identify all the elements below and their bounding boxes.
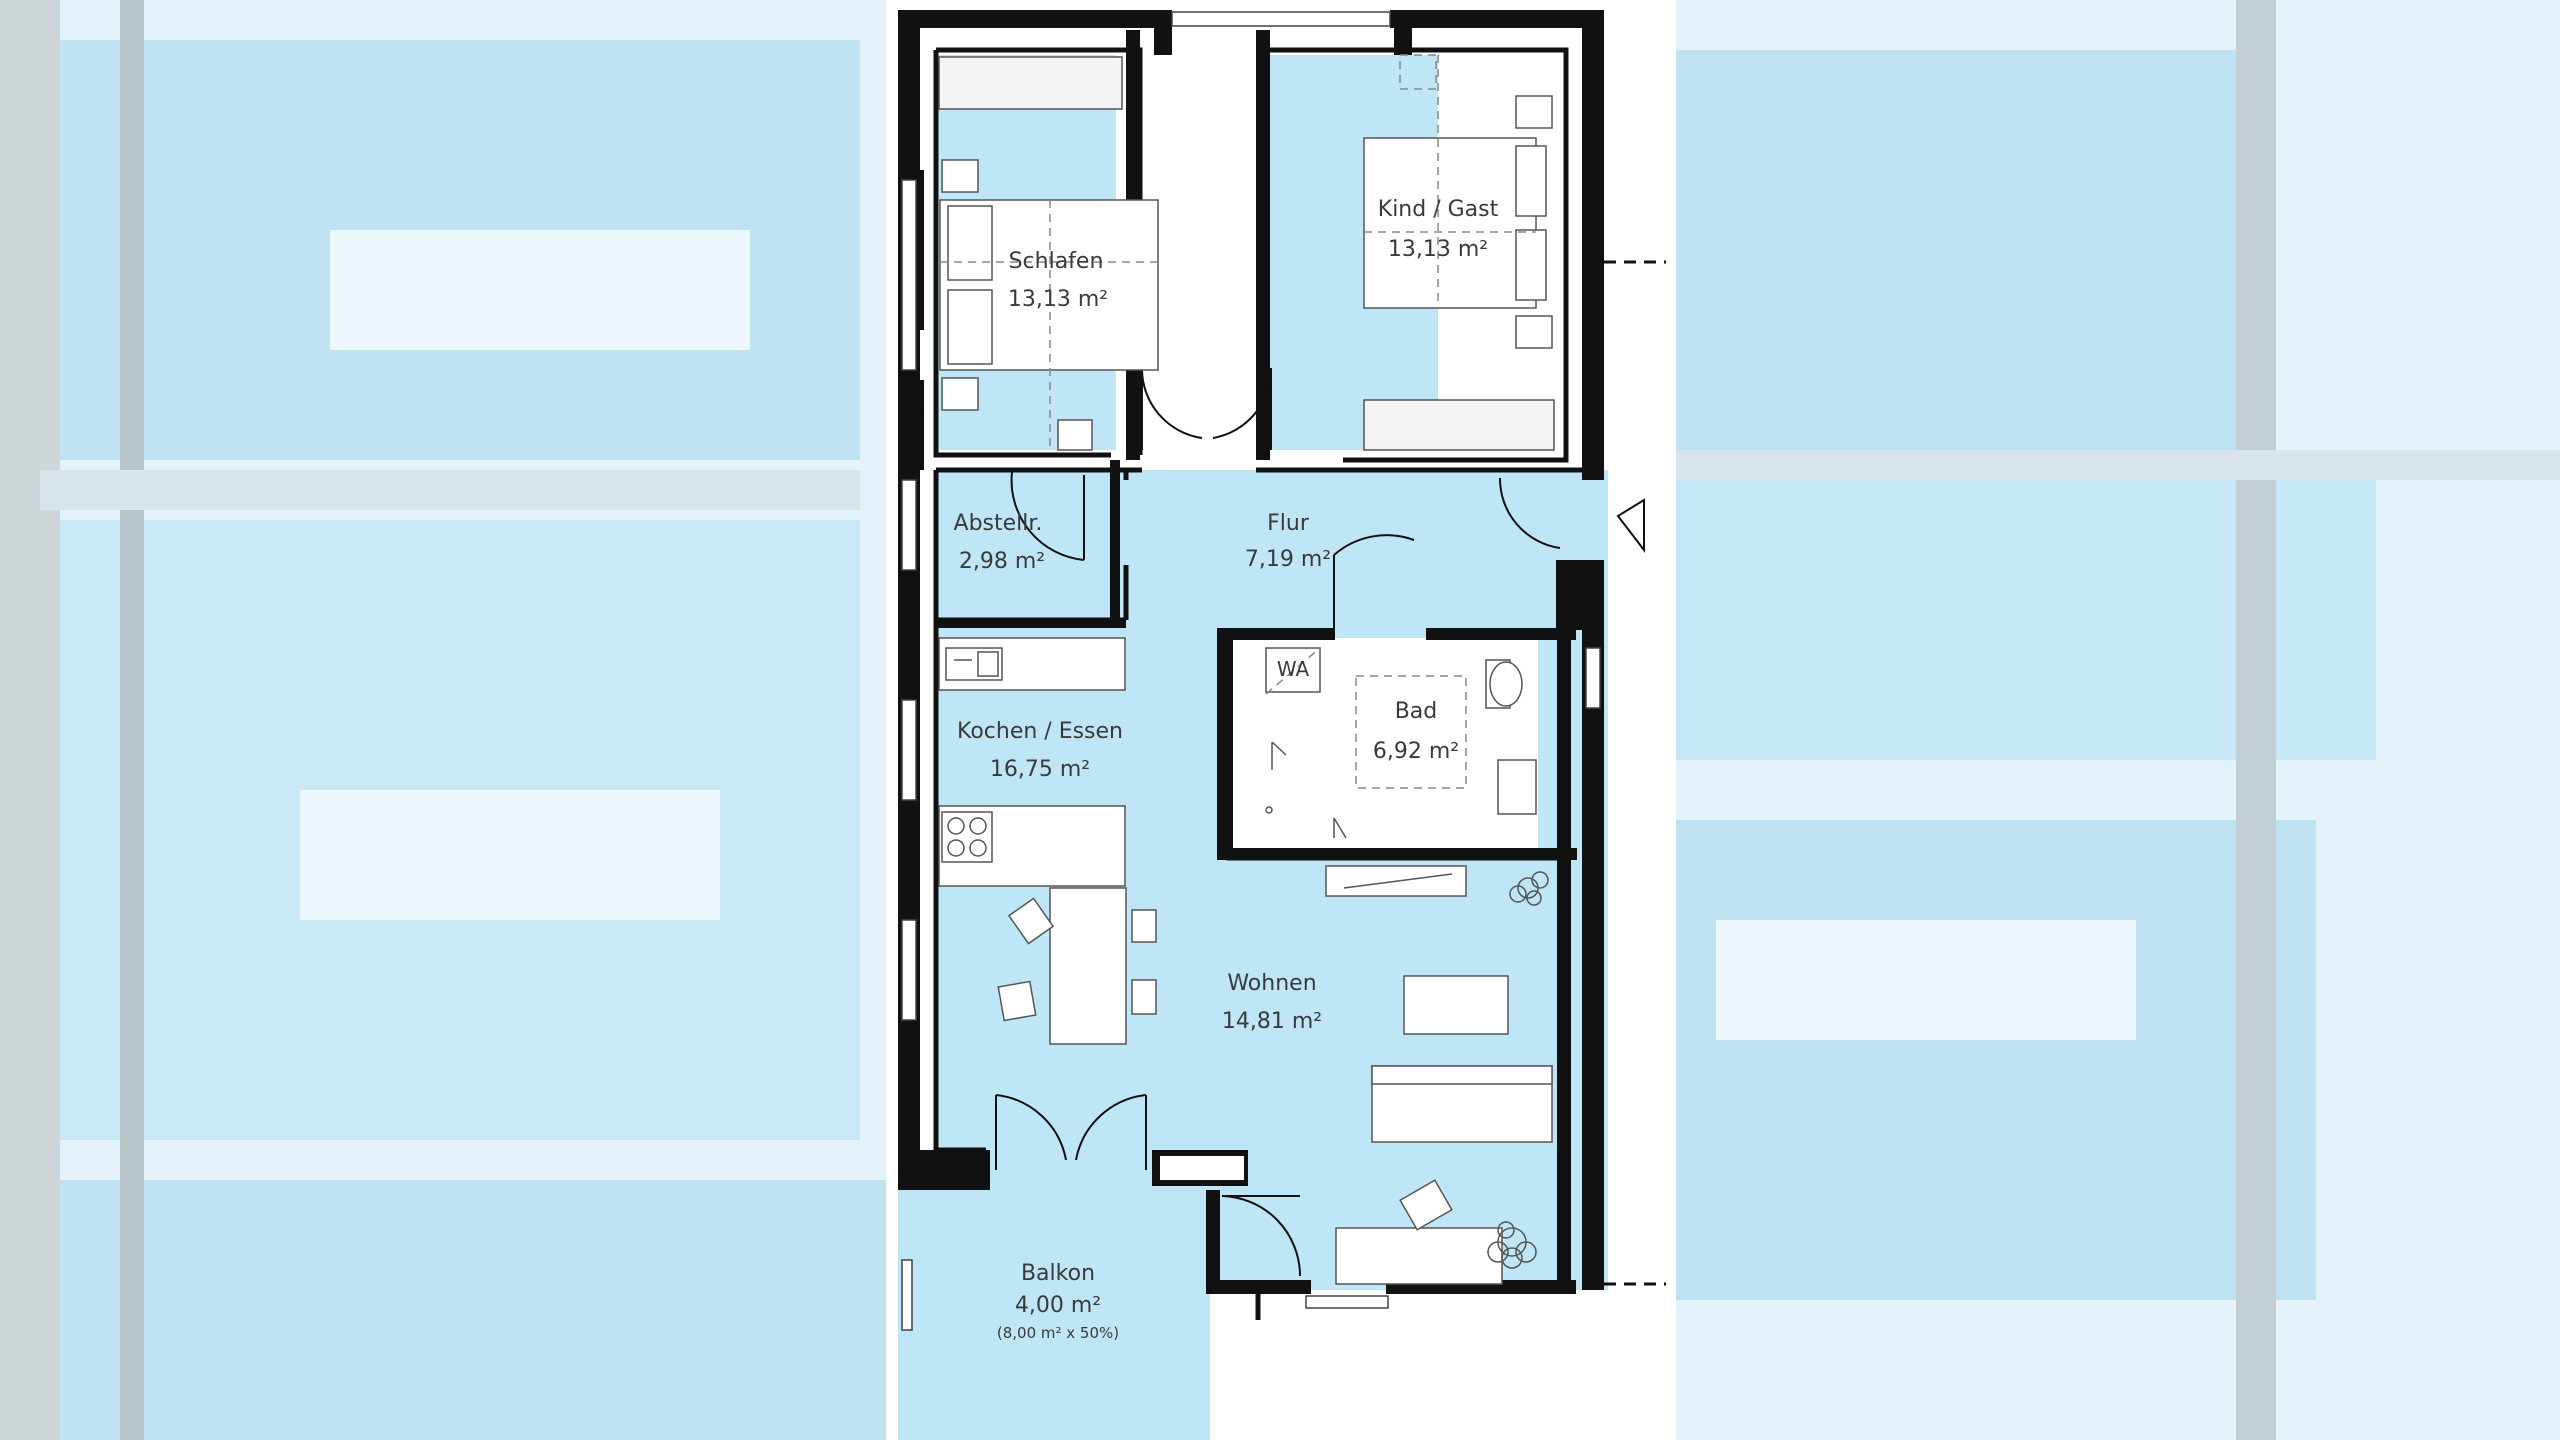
- room-name-schlafen: Schlafen: [1009, 249, 1104, 274]
- room-note-balkon: (8,00 m² x 50%): [997, 1324, 1119, 1342]
- room-area-kind-gast: 13,13 m²: [1388, 237, 1488, 262]
- section-markers: [1604, 260, 1666, 1286]
- room-area-abstell: 2,98 m²: [959, 549, 1045, 574]
- room-area-flur: 7,19 m²: [1245, 547, 1331, 572]
- room-area-wohnen: 14,81 m²: [1222, 1009, 1322, 1034]
- sink-icon: [945, 647, 1003, 681]
- furniture-wohnen: [1325, 865, 1553, 1285]
- entrance-arrow-icon: [1616, 498, 1645, 553]
- furniture-bad: [1265, 647, 1537, 815]
- furniture-kind-gast: [1363, 95, 1555, 451]
- room-labels: Schlafen 13,13 m² Kind / Gast 13,13 m² A…: [954, 197, 1499, 1342]
- room-name-wohnen: Wohnen: [1227, 971, 1316, 996]
- room-area-bad: 6,92 m²: [1373, 739, 1459, 764]
- blurred-backdrop-left: [0, 0, 886, 1440]
- doors: [995, 367, 1561, 1277]
- room-name-kind-gast: Kind / Gast: [1378, 197, 1499, 222]
- furniture-schlafen: [938, 56, 1159, 451]
- windows: [901, 11, 1601, 1331]
- plant-icon: [1487, 1221, 1537, 1269]
- room-name-balkon: Balkon: [1021, 1261, 1095, 1286]
- room-name-bad: Bad: [1395, 699, 1438, 724]
- cooktop-icon: [941, 811, 993, 863]
- room-area-balkon: 4,00 m²: [1015, 1293, 1101, 1318]
- floor-plan: Schlafen 13,13 m² Kind / Gast 13,13 m² A…: [898, 10, 1666, 1440]
- plant-icon: [1509, 871, 1549, 906]
- room-area-kochen-essen: 16,75 m²: [990, 757, 1090, 782]
- floor-plan-panel: Schlafen 13,13 m² Kind / Gast 13,13 m² A…: [886, 0, 1676, 1440]
- blurred-backdrop-right: [1676, 0, 2560, 1440]
- furniture-kitchen: [938, 637, 1157, 1045]
- washing-machine-label: WA: [1277, 657, 1310, 681]
- room-name-kochen-essen: Kochen / Essen: [957, 719, 1123, 744]
- room-name-flur: Flur: [1267, 511, 1310, 536]
- room-area-schlafen: 13,13 m²: [1008, 287, 1108, 312]
- room-name-abstell: Abstellr.: [954, 511, 1043, 536]
